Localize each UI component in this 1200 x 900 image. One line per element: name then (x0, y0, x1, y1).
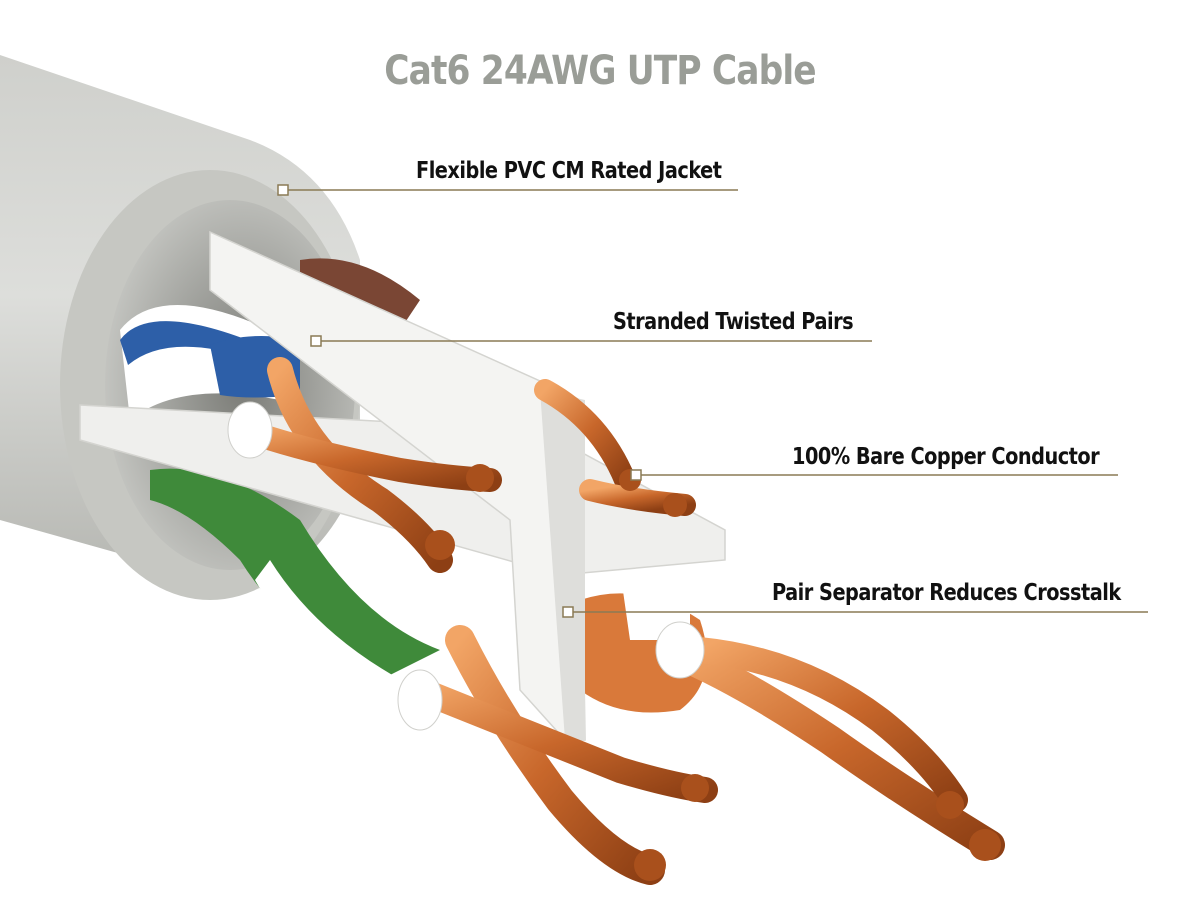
marker-jacket (277, 184, 289, 196)
label-copper-conductor: 100% Bare Copper Conductor (792, 444, 1100, 470)
leader-lines (283, 189, 1148, 613)
copper-conductors (233, 357, 1005, 885)
insulation-cuffs (227, 401, 705, 731)
leader-markers (277, 184, 642, 618)
marker-separator (562, 606, 574, 618)
marker-pairs (310, 335, 322, 347)
label-jacket: Flexible PVC CM Rated Jacket (416, 158, 722, 184)
label-twisted-pairs: Stranded Twisted Pairs (613, 309, 854, 335)
diagram-title: Cat6 24AWG UTP Cable (384, 48, 816, 94)
marker-conductor (630, 469, 642, 481)
label-pair-separator: Pair Separator Reduces Crosstalk (772, 580, 1121, 606)
